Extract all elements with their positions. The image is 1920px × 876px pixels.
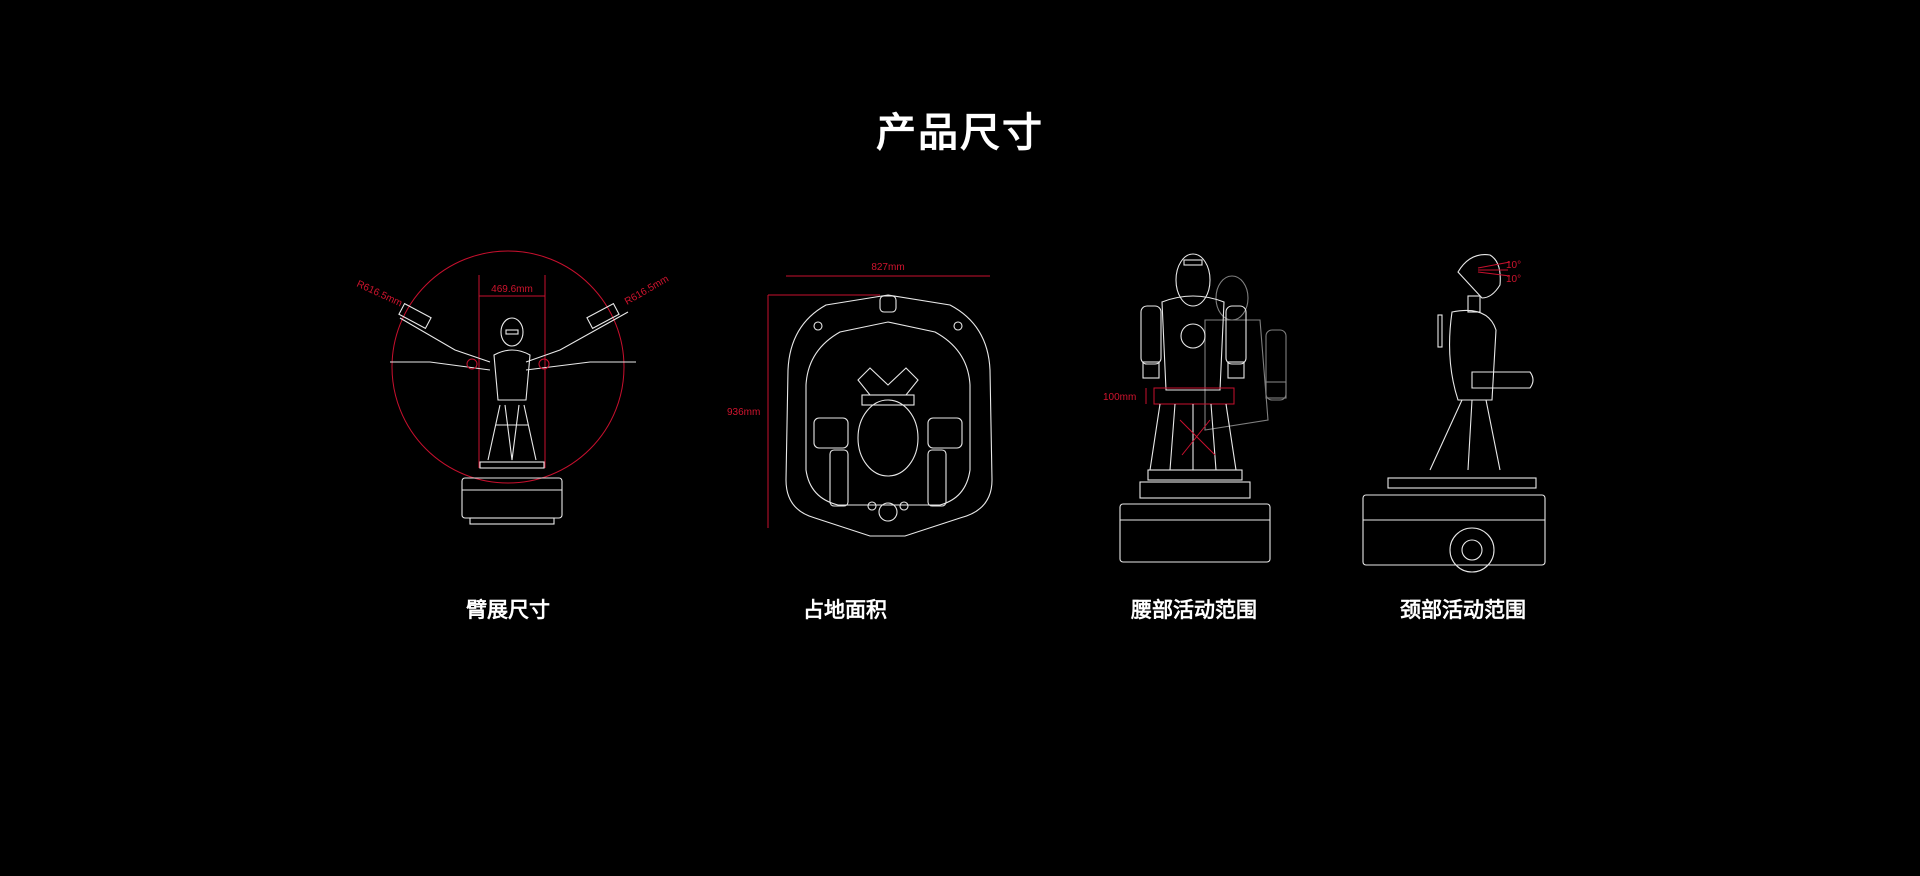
svg-text:936mm: 936mm <box>727 407 760 418</box>
arm-span-label: 臂展尺寸 <box>466 598 550 622</box>
footprint-label: 占地面积 <box>803 598 887 622</box>
svg-text:100mm: 100mm <box>1103 392 1136 403</box>
neck-range-label: 颈部活动范围 <box>1400 598 1526 622</box>
svg-text:469.6mm: 469.6mm <box>491 284 533 295</box>
neck-range-drawing: 10° 10° <box>1362 254 1546 573</box>
svg-text:R616.5mm: R616.5mm <box>355 279 404 310</box>
page-title: 产品尺寸 <box>876 110 1044 156</box>
footprint-drawing: 827mm 936mm <box>727 262 993 537</box>
waist-range-label: 腰部活动范围 <box>1131 598 1257 622</box>
waist-range-drawing: 100mm <box>1103 253 1287 563</box>
svg-text:10°: 10° <box>1506 274 1521 285</box>
svg-text:827mm: 827mm <box>871 262 904 273</box>
arm-span-drawing: 469.6mm R616.5mm R616.5mm <box>355 250 671 525</box>
svg-text:R616.5mm: R616.5mm <box>623 274 671 308</box>
svg-text:10°: 10° <box>1506 260 1521 271</box>
